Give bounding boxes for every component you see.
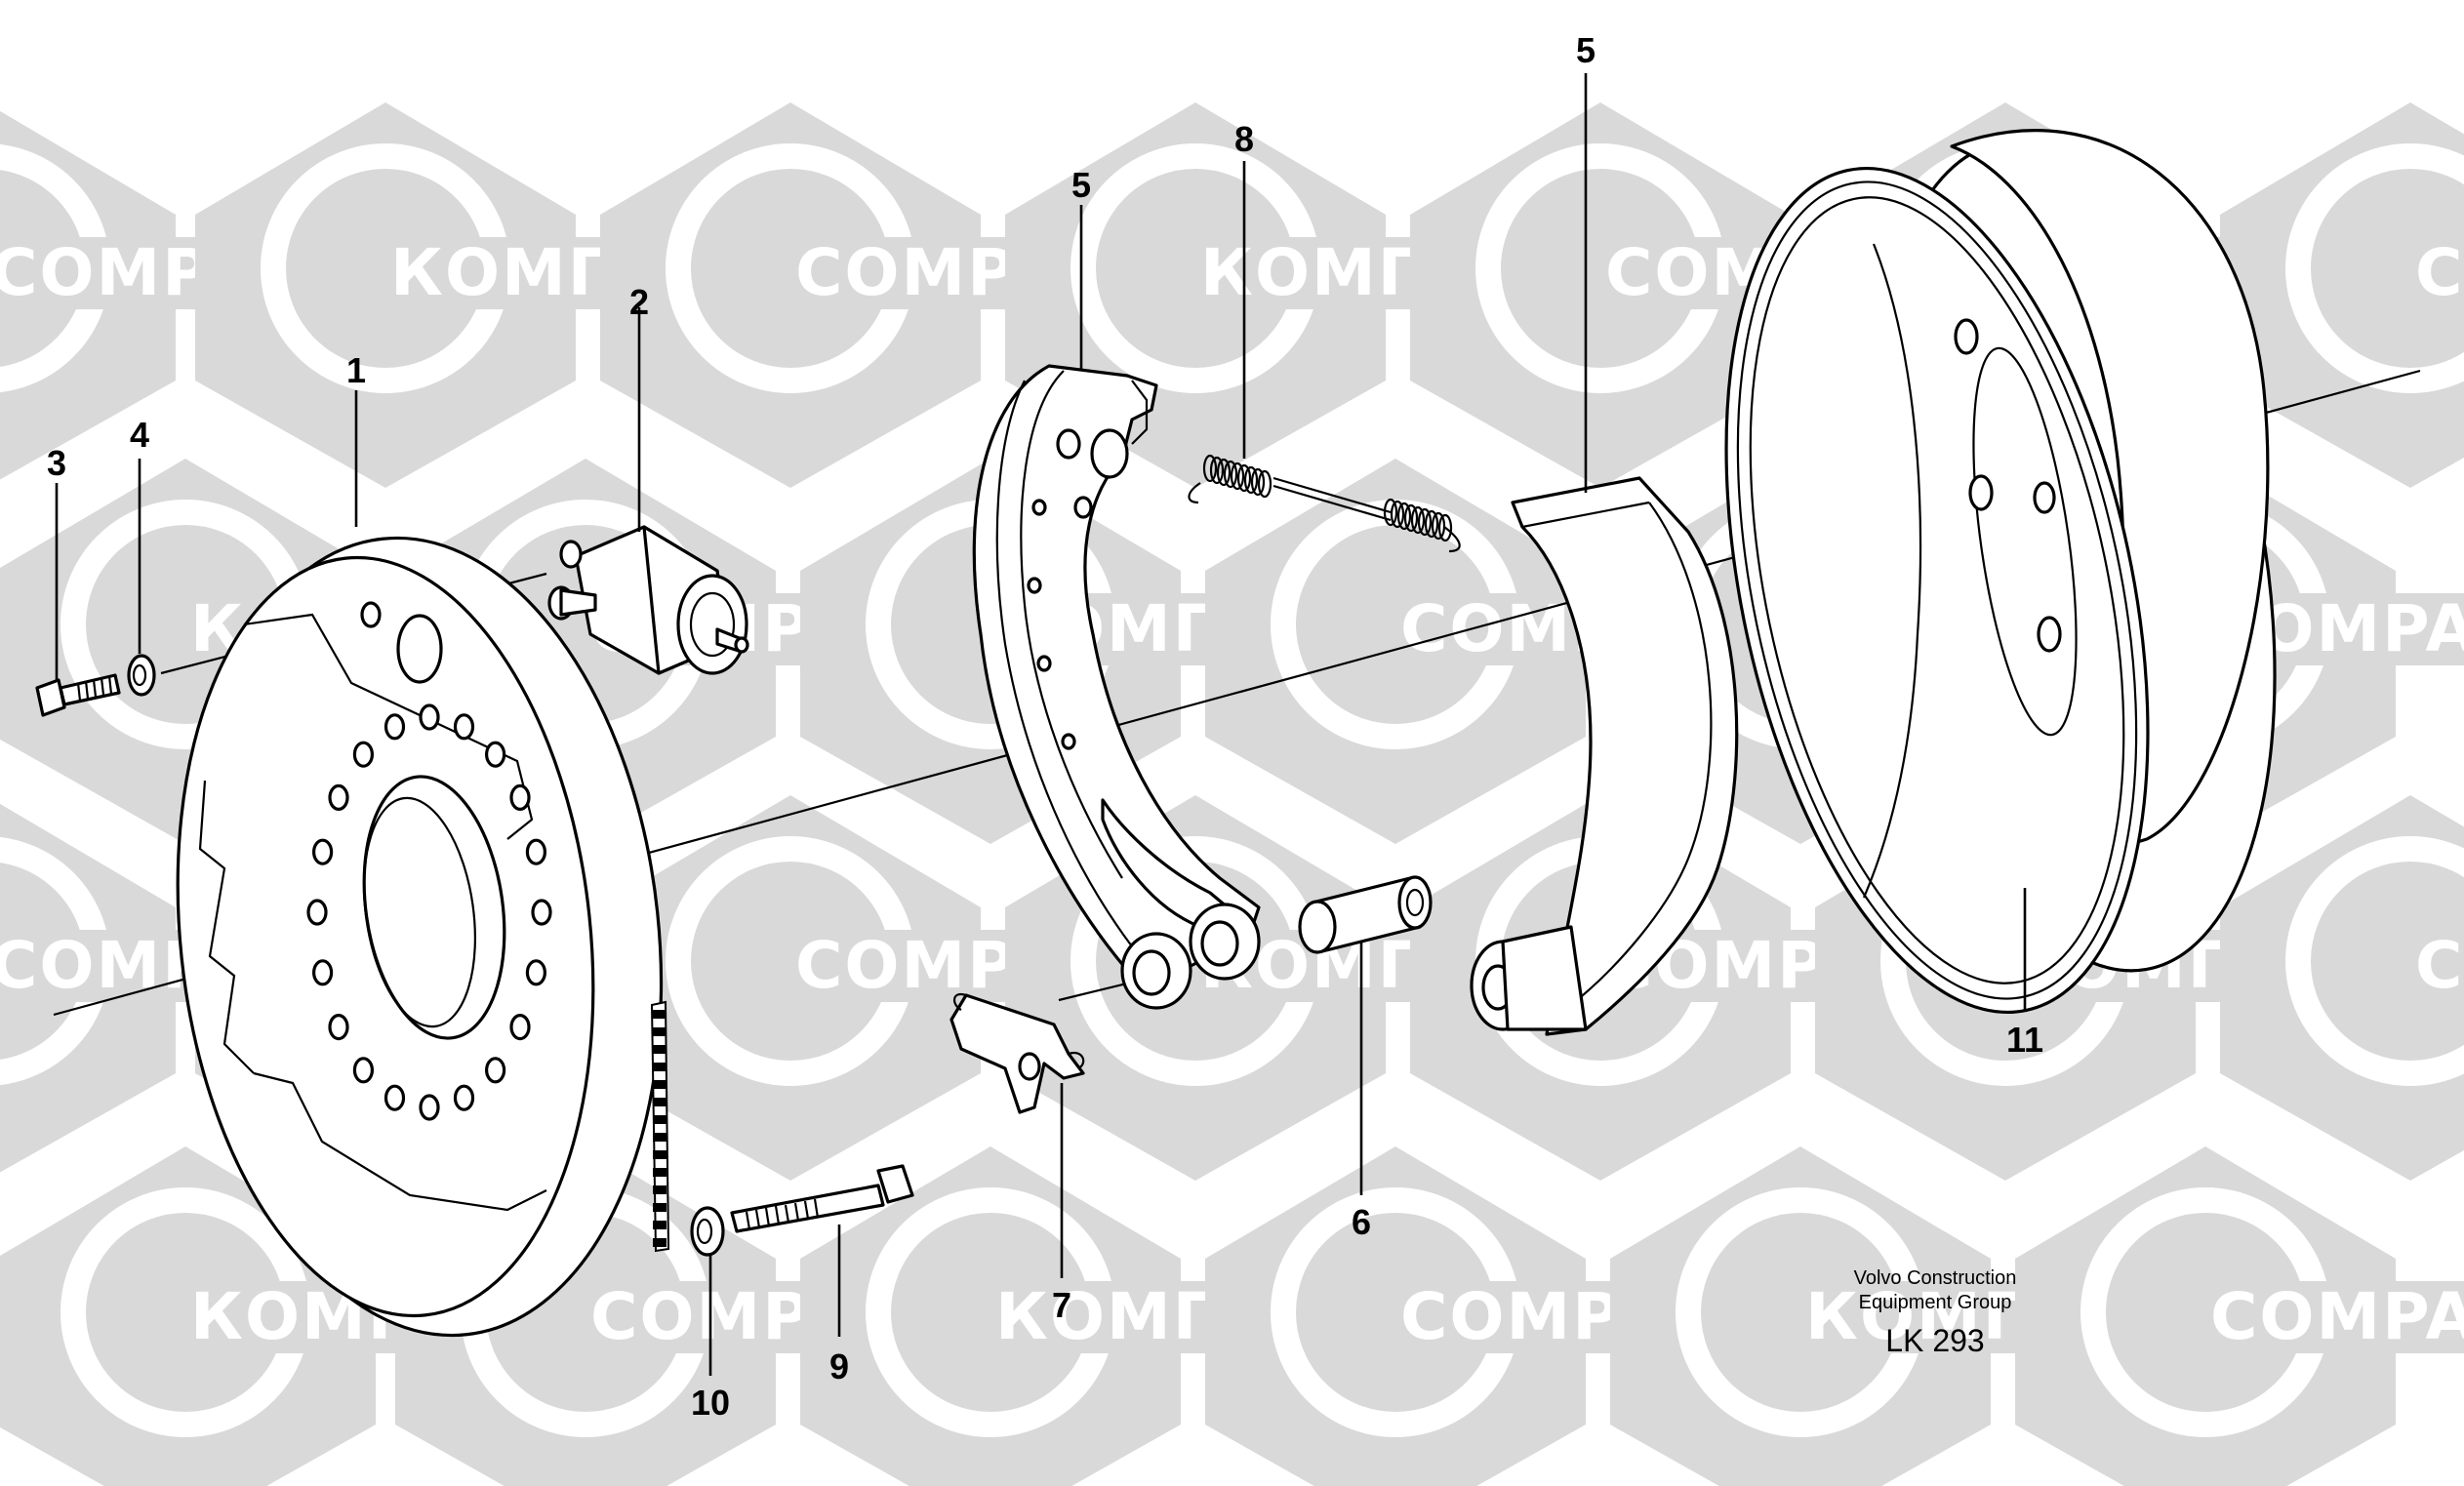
retaining-clip [949, 992, 1085, 1114]
watermark-text: COMPART [2415, 928, 2464, 1003]
footer-line-2: Equipment Group [1859, 1292, 2012, 1313]
wheel-cylinder [547, 525, 749, 675]
publisher-footer: Volvo Construction Equipment Group LK 29… [1854, 1267, 2017, 1358]
callout-2: 2 [629, 282, 649, 322]
callout-5-shoe: 5 [1071, 165, 1091, 205]
callout-6: 6 [1352, 1202, 1371, 1242]
callout-7: 7 [1052, 1285, 1071, 1325]
bolt-small [35, 673, 121, 717]
callout-9: 9 [829, 1346, 849, 1386]
leader-lines [55, 73, 2027, 1376]
callout-11: 11 [2006, 1020, 2043, 1060]
bolt-long [730, 1164, 914, 1233]
bolt-hole-circle [306, 703, 552, 1121]
callout-3: 3 [47, 443, 66, 483]
watermark-text: COMPART [2210, 1279, 2464, 1354]
diagram-code: LK 293 [1885, 1323, 1984, 1358]
callout-4: 4 [130, 415, 149, 455]
callout-8: 8 [1234, 119, 1254, 159]
washer-small [127, 654, 156, 697]
callout-1: 1 [346, 350, 366, 390]
brake-shoe [972, 364, 1261, 1010]
watermark-tile: COMPART [2220, 795, 2464, 1181]
brake-drum [1724, 129, 2277, 1014]
washer-long-bolt [690, 1206, 725, 1257]
return-spring [1188, 454, 1461, 553]
dashed-connector [650, 1000, 670, 1253]
footer-line-1: Volvo Construction [1854, 1267, 2017, 1289]
watermark-tile: COMPART [2015, 1146, 2464, 1486]
brake-lining [1470, 476, 1739, 1036]
callout-10: 10 [691, 1383, 730, 1423]
callout-labels: 1 2 3 4 5 5 6 7 8 9 10 11 [47, 30, 2043, 1423]
watermark-tile: COMPART [2220, 102, 2464, 488]
back-plate [176, 536, 664, 1338]
watermark-text: COMPART [2415, 235, 2464, 310]
callout-5-lining: 5 [1576, 30, 1596, 70]
anchor-pin [1298, 875, 1433, 954]
